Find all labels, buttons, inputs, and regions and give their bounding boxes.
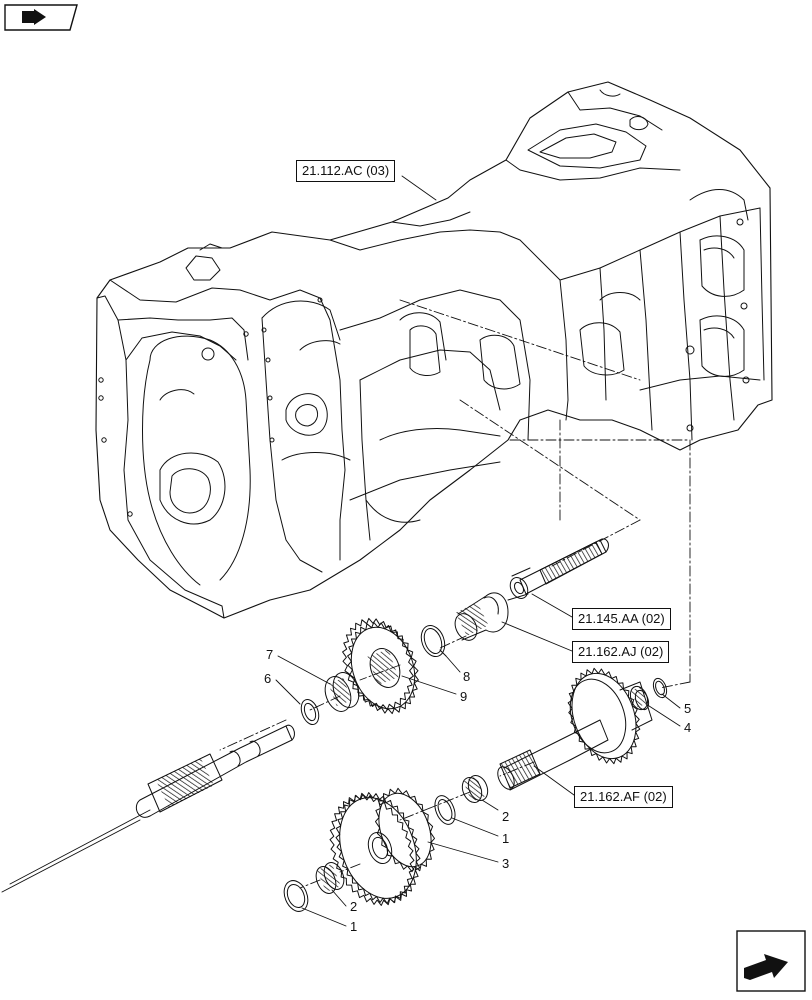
- double-gear-3: [329, 787, 435, 906]
- bearing-7: [324, 672, 360, 712]
- callout-7: 7: [266, 647, 274, 662]
- washer-1-lower: [283, 880, 309, 912]
- callout-2-upper: 2: [502, 809, 510, 824]
- splined-hub: [454, 592, 509, 641]
- ref-box-housing[interactable]: 21.112.AC (03): [296, 160, 396, 182]
- callout-1-upper: 1: [502, 831, 510, 846]
- bearing-2-lower: [315, 862, 345, 894]
- snap-ring-8: [420, 625, 447, 657]
- book-navigation-icon[interactable]: [4, 4, 78, 31]
- gear-9: [342, 617, 419, 715]
- ref-box-hub[interactable]: 21.162.AJ (02): [572, 641, 670, 663]
- lower-gear-shaft: [497, 667, 653, 791]
- upper-splined-shaft: [507, 538, 609, 601]
- callout-3: 3: [502, 856, 510, 871]
- transmission-housing: [95, 81, 773, 619]
- ref-box-upper-shaft[interactable]: 21.145.AA (02): [572, 608, 671, 630]
- bearing-2-upper: [461, 774, 489, 804]
- ref-box-lower-shaft[interactable]: 21.162.AF (02): [574, 786, 673, 808]
- snap-ring-5: [652, 677, 668, 699]
- callout-8: 8: [463, 669, 471, 684]
- washer-1-upper: [434, 795, 456, 825]
- next-page-arrow-icon[interactable]: [736, 930, 806, 992]
- callout-5: 5: [684, 701, 692, 716]
- callout-6: 6: [264, 671, 272, 686]
- callout-4: 4: [684, 720, 692, 735]
- washer-6: [300, 698, 320, 726]
- long-drive-shaft: [135, 724, 295, 818]
- callout-1-lower: 1: [350, 919, 358, 934]
- callout-9: 9: [460, 689, 468, 704]
- callout-2-lower: 2: [350, 899, 358, 914]
- bearing-4: [629, 685, 649, 711]
